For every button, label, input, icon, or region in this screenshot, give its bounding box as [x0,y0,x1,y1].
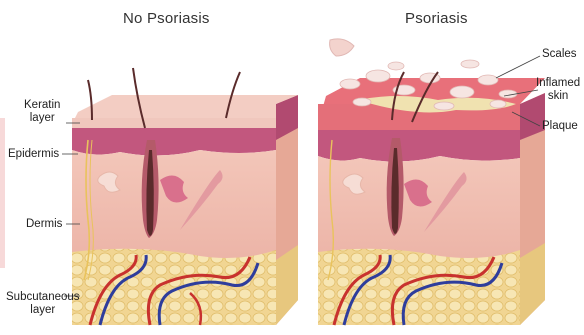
healthy-skin-block [72,68,298,325]
label-subcutaneous-layer: Subcutaneous layer [6,291,80,317]
label-dermis: Dermis [26,218,62,231]
psoriasis-epidermis [318,130,520,162]
label-inflamed-skin: Inflamed skin [536,77,580,103]
label-keratin-layer: Keratin layer [24,99,60,125]
label-scales: Scales [542,48,577,61]
psoriasis-dermis [318,156,520,262]
psoriasis-skin-block [318,39,545,325]
label-epidermis: Epidermis [8,148,59,161]
healthy-epidermis [72,128,276,156]
label-plaque: Plaque [542,120,578,133]
flying-scale [330,39,354,56]
healthy-dermis [72,150,276,262]
